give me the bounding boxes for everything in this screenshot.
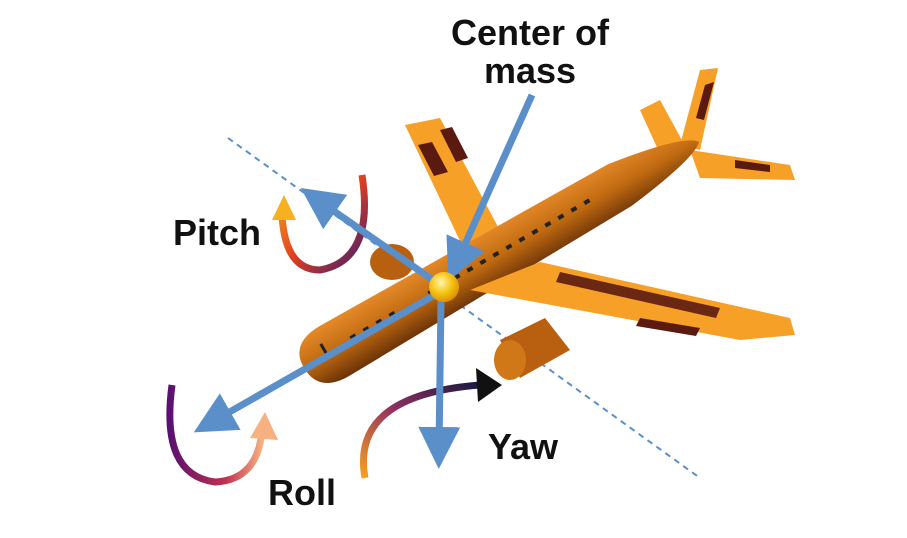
center-of-mass-label-line2: mass: [483, 50, 577, 91]
yaw-arrowhead: [476, 368, 502, 402]
roll-label: Roll: [268, 472, 336, 513]
roll-axis-arrow: [193, 288, 442, 433]
lower-engine: [494, 318, 570, 380]
pitch-label: Pitch: [173, 212, 262, 253]
upper-wing: [405, 118, 505, 262]
center-of-mass-pointer-arrow: [446, 93, 536, 282]
yaw-axis-arrow: [418, 299, 461, 469]
roll-arrowhead: [250, 412, 278, 440]
center-of-mass-label-line1: Center of: [450, 12, 609, 53]
pitch-arrowhead: [272, 195, 296, 220]
yaw-label: Yaw: [488, 426, 559, 467]
yaw-rotation-arrow: [360, 381, 481, 479]
pitch-rotation-arrow: [278, 174, 368, 274]
pitch-axis-line: [227, 137, 701, 479]
upper-engine: [370, 244, 414, 280]
center-of-mass-sphere: [429, 272, 459, 302]
roll-rotation-arrow: [166, 384, 266, 486]
pitch-axis-arrow: [300, 187, 443, 288]
center-of-mass-label: Center of mass: [445, 14, 615, 90]
lower-wing: [470, 262, 795, 340]
axis-arrows: [193, 93, 536, 469]
